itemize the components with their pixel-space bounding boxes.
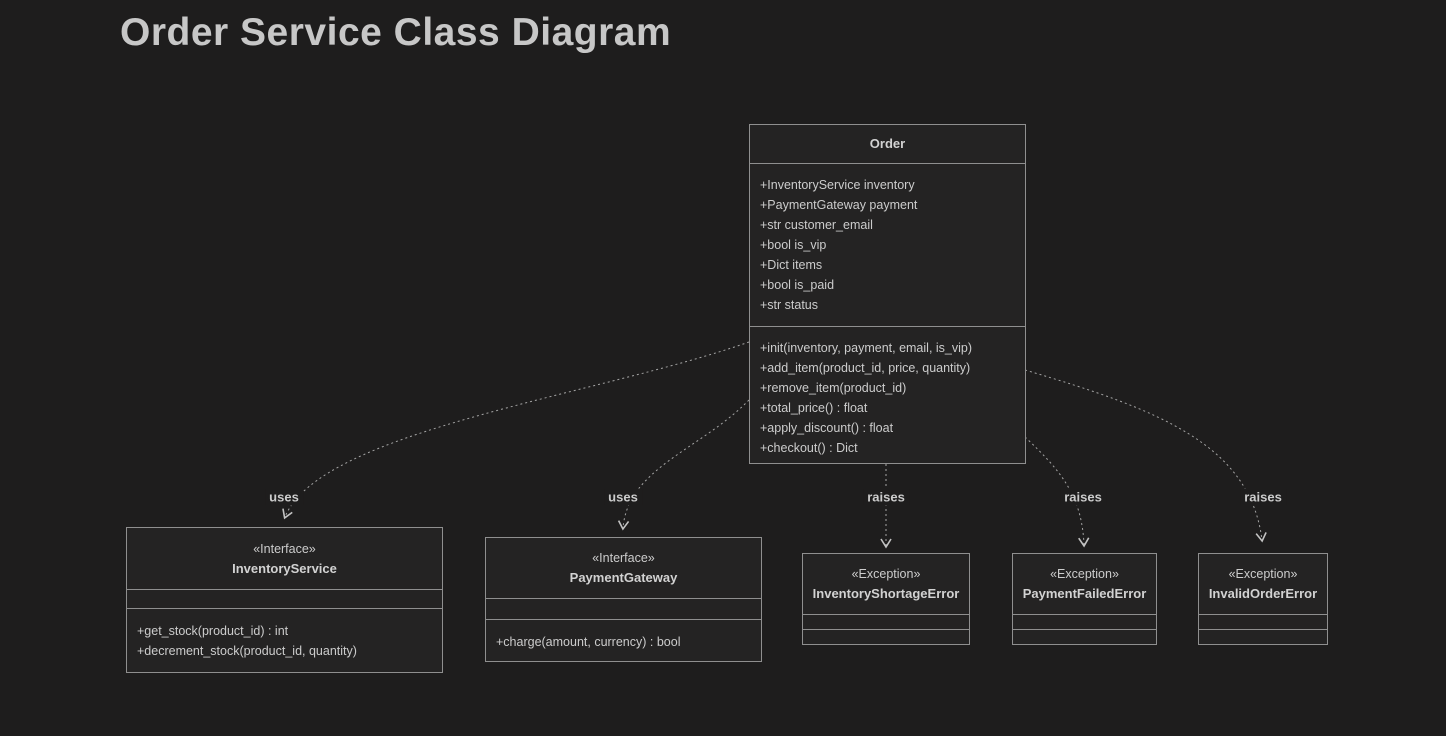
edge-order-raises-payment-failed-error (1024, 436, 1090, 548)
class-payment-gateway-methods: +charge(amount, currency) : bool (486, 619, 761, 661)
class-box-order: Order +InventoryService inventory +Payme… (749, 124, 1026, 464)
class-invalid-order-error-attributes-empty (1199, 614, 1327, 629)
class-box-inventory-service: «Interface» InventoryService +get_stock(… (126, 527, 443, 673)
class-invalid-order-error-name: InvalidOrderError (1208, 586, 1318, 601)
class-order-header: Order (750, 125, 1025, 163)
attribute-row: +InventoryService inventory (760, 178, 915, 192)
method-row: +charge(amount, currency) : bool (496, 635, 681, 649)
class-inventory-service-name: InventoryService (232, 560, 337, 576)
edge-order-uses-inventory-service (282, 341, 750, 520)
class-box-payment-failed-error: «Exception» PaymentFailedError (1012, 553, 1157, 645)
class-invalid-order-error-header: «Exception» InvalidOrderError (1199, 554, 1327, 614)
attribute-row: +Dict items (760, 258, 823, 272)
class-order-attributes: +InventoryService inventory +PaymentGate… (750, 163, 1025, 326)
edge-order-raises-invalid-order-error (1024, 369, 1267, 543)
class-order-methods: +init(inventory, payment, email, is_vip)… (750, 326, 1025, 463)
edge-label-raises-payment-failed: raises (1060, 488, 1106, 506)
method-row: +get_stock(product_id) : int (137, 624, 289, 638)
attribute-row: +bool is_vip (760, 238, 827, 252)
class-box-payment-gateway: «Interface» PaymentGateway +charge(amoun… (485, 537, 762, 662)
class-inventory-shortage-error-header: «Exception» InventoryShortageError (803, 554, 969, 614)
method-row: +add_item(product_id, price, quantity) (760, 361, 971, 375)
method-row: +decrement_stock(product_id, quantity) (137, 644, 357, 658)
stereotype-label: «Exception» (1050, 567, 1119, 581)
method-row: +checkout() : Dict (760, 441, 858, 455)
class-inventory-shortage-error-attributes-empty (803, 614, 969, 629)
class-inventory-service-header: «Interface» InventoryService (127, 528, 442, 589)
stereotype-label: «Exception» (1228, 567, 1298, 581)
class-inventory-shortage-error-name: InventoryShortageError (812, 586, 960, 601)
edge-order-uses-payment-gateway (617, 399, 750, 531)
attribute-row: +bool is_paid (760, 278, 835, 292)
class-payment-gateway-name: PaymentGateway (569, 570, 678, 585)
class-payment-failed-error-name: PaymentFailedError (1022, 586, 1147, 601)
page-title: Order Service Class Diagram (120, 11, 672, 54)
class-payment-failed-error-header: «Exception» PaymentFailedError (1013, 554, 1156, 614)
stereotype-label: «Interface» (592, 551, 655, 565)
stereotype-label: «Exception» (851, 567, 921, 581)
class-payment-failed-error-attributes-empty (1013, 614, 1156, 629)
class-order-name: Order (869, 136, 906, 151)
class-box-inventory-shortage-error: «Exception» InventoryShortageError (802, 553, 970, 645)
edge-label-uses-inventory: uses (265, 488, 303, 506)
class-inventory-service-attributes-empty (127, 589, 442, 608)
edge-label-raises-shortage: raises (863, 488, 909, 506)
method-row: +apply_discount() : float (760, 421, 894, 435)
class-payment-gateway-attributes-empty (486, 598, 761, 619)
method-row: +remove_item(product_id) (760, 381, 907, 395)
stereotype-label: «Interface» (253, 541, 316, 556)
attribute-row: +str status (760, 298, 819, 312)
attribute-row: +PaymentGateway payment (760, 198, 918, 212)
class-invalid-order-error-methods-empty (1199, 629, 1327, 644)
method-row: +init(inventory, payment, email, is_vip) (760, 341, 973, 355)
class-box-invalid-order-error: «Exception» InvalidOrderError (1198, 553, 1328, 645)
class-inventory-service-methods: +get_stock(product_id) : int +decrement_… (127, 608, 442, 672)
class-inventory-shortage-error-methods-empty (803, 629, 969, 644)
class-payment-failed-error-methods-empty (1013, 629, 1156, 644)
edge-label-raises-invalid-order: raises (1240, 488, 1286, 506)
method-row: +total_price() : float (760, 401, 868, 415)
attribute-row: +str customer_email (760, 218, 873, 232)
class-payment-gateway-header: «Interface» PaymentGateway (486, 538, 761, 598)
edge-label-uses-payment: uses (604, 488, 642, 506)
